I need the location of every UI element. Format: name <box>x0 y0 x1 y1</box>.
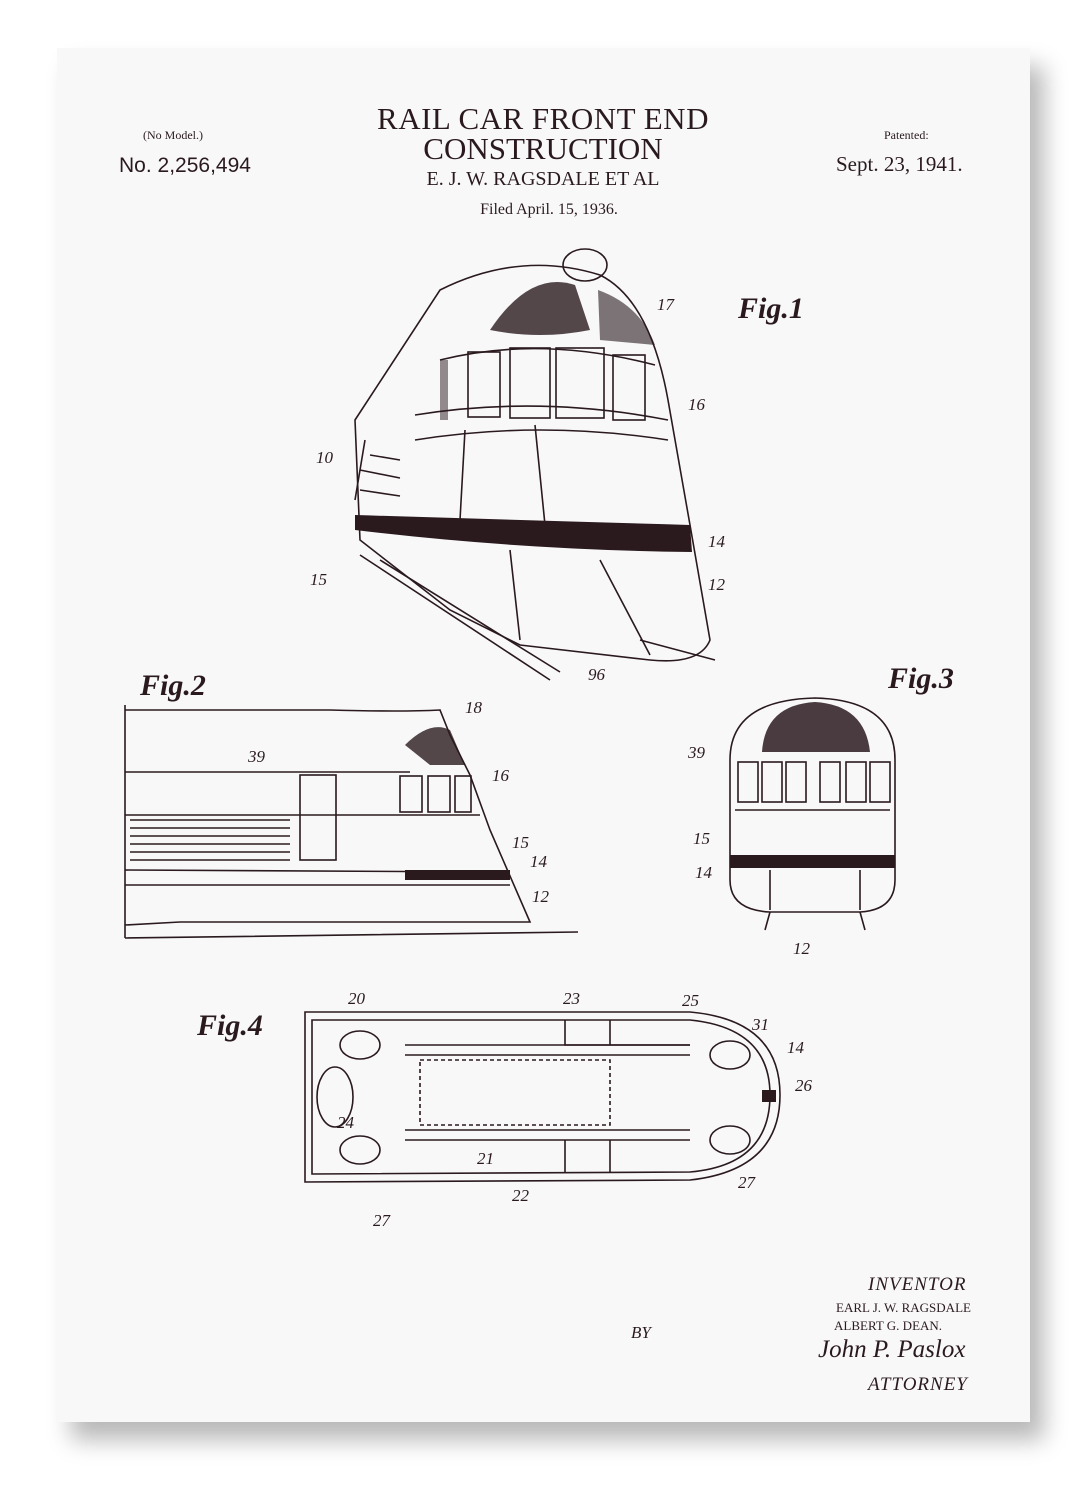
patent-print-sheet <box>57 48 1030 1422</box>
ref-numeral: 10 <box>316 448 334 467</box>
attorney-signature: John P. Paslox <box>818 1336 966 1363</box>
inventor-name-2: ALBERT G. DEAN. <box>834 1318 943 1333</box>
ref-numeral: 12 <box>708 575 726 594</box>
fig1-label: Fig.1 <box>737 292 804 325</box>
ref-numeral: 31 <box>751 1015 769 1034</box>
inventor-name-1: EARL J. W. RAGSDALE <box>836 1300 971 1315</box>
fig1-drawing <box>354 248 716 681</box>
patented-date: Sept. 23, 1941. <box>836 152 963 176</box>
patented-label: Patented: <box>884 128 929 142</box>
ref-numeral: 21 <box>477 1149 494 1168</box>
ref-numeral: 15 <box>693 829 710 848</box>
ref-numeral: 22 <box>512 1186 530 1205</box>
patent-title-line1: RAIL CAR FRONT END <box>377 101 709 136</box>
ref-numeral: 18 <box>465 698 483 717</box>
ref-numeral: 16 <box>688 395 706 414</box>
fig2-label: Fig.2 <box>139 669 206 702</box>
fig2-drawing <box>124 705 579 939</box>
ref-numeral: 27 <box>373 1211 392 1230</box>
no-model-note: (No Model.) <box>143 128 203 142</box>
ref-numeral: 12 <box>793 939 811 958</box>
fig4-label: Fig.4 <box>196 1009 263 1042</box>
inventor-label: INVENTOR <box>868 1274 967 1295</box>
ref-numeral: 27 <box>738 1173 757 1192</box>
ref-numeral: 15 <box>310 570 327 589</box>
fig3-label: Fig.3 <box>887 662 954 695</box>
patent-title-line2: CONSTRUCTION <box>423 131 663 166</box>
ref-numeral: 14 <box>787 1038 805 1057</box>
ref-numeral: 39 <box>247 747 266 766</box>
ref-numeral: 17 <box>657 295 676 314</box>
inventors-line: E. J. W. RAGSDALE ET AL <box>426 168 660 190</box>
ref-numeral: 15 <box>512 833 529 852</box>
ref-numeral: 39 <box>687 743 706 762</box>
fig4-drawing <box>304 1011 781 1183</box>
fig3-drawing <box>729 697 896 931</box>
attorney-label: ATTORNEY <box>868 1374 968 1395</box>
ref-numeral: 26 <box>795 1076 813 1095</box>
ref-numeral: 25 <box>682 991 699 1010</box>
by-label: BY <box>631 1323 651 1342</box>
filed-date: Filed April. 15, 1936. <box>480 201 618 218</box>
ref-numeral: 16 <box>492 766 510 785</box>
ref-numeral: 24 <box>337 1113 355 1132</box>
ref-numeral: 12 <box>532 887 550 906</box>
ref-numeral: 23 <box>563 989 580 1008</box>
ref-numeral: 20 <box>348 989 366 1008</box>
patent-number: No. 2,256,494 <box>119 154 251 177</box>
ref-numeral: 14 <box>530 852 548 871</box>
ref-numeral: 14 <box>708 532 726 551</box>
ref-numeral: 96 <box>588 665 606 684</box>
ref-numeral: 14 <box>695 863 713 882</box>
